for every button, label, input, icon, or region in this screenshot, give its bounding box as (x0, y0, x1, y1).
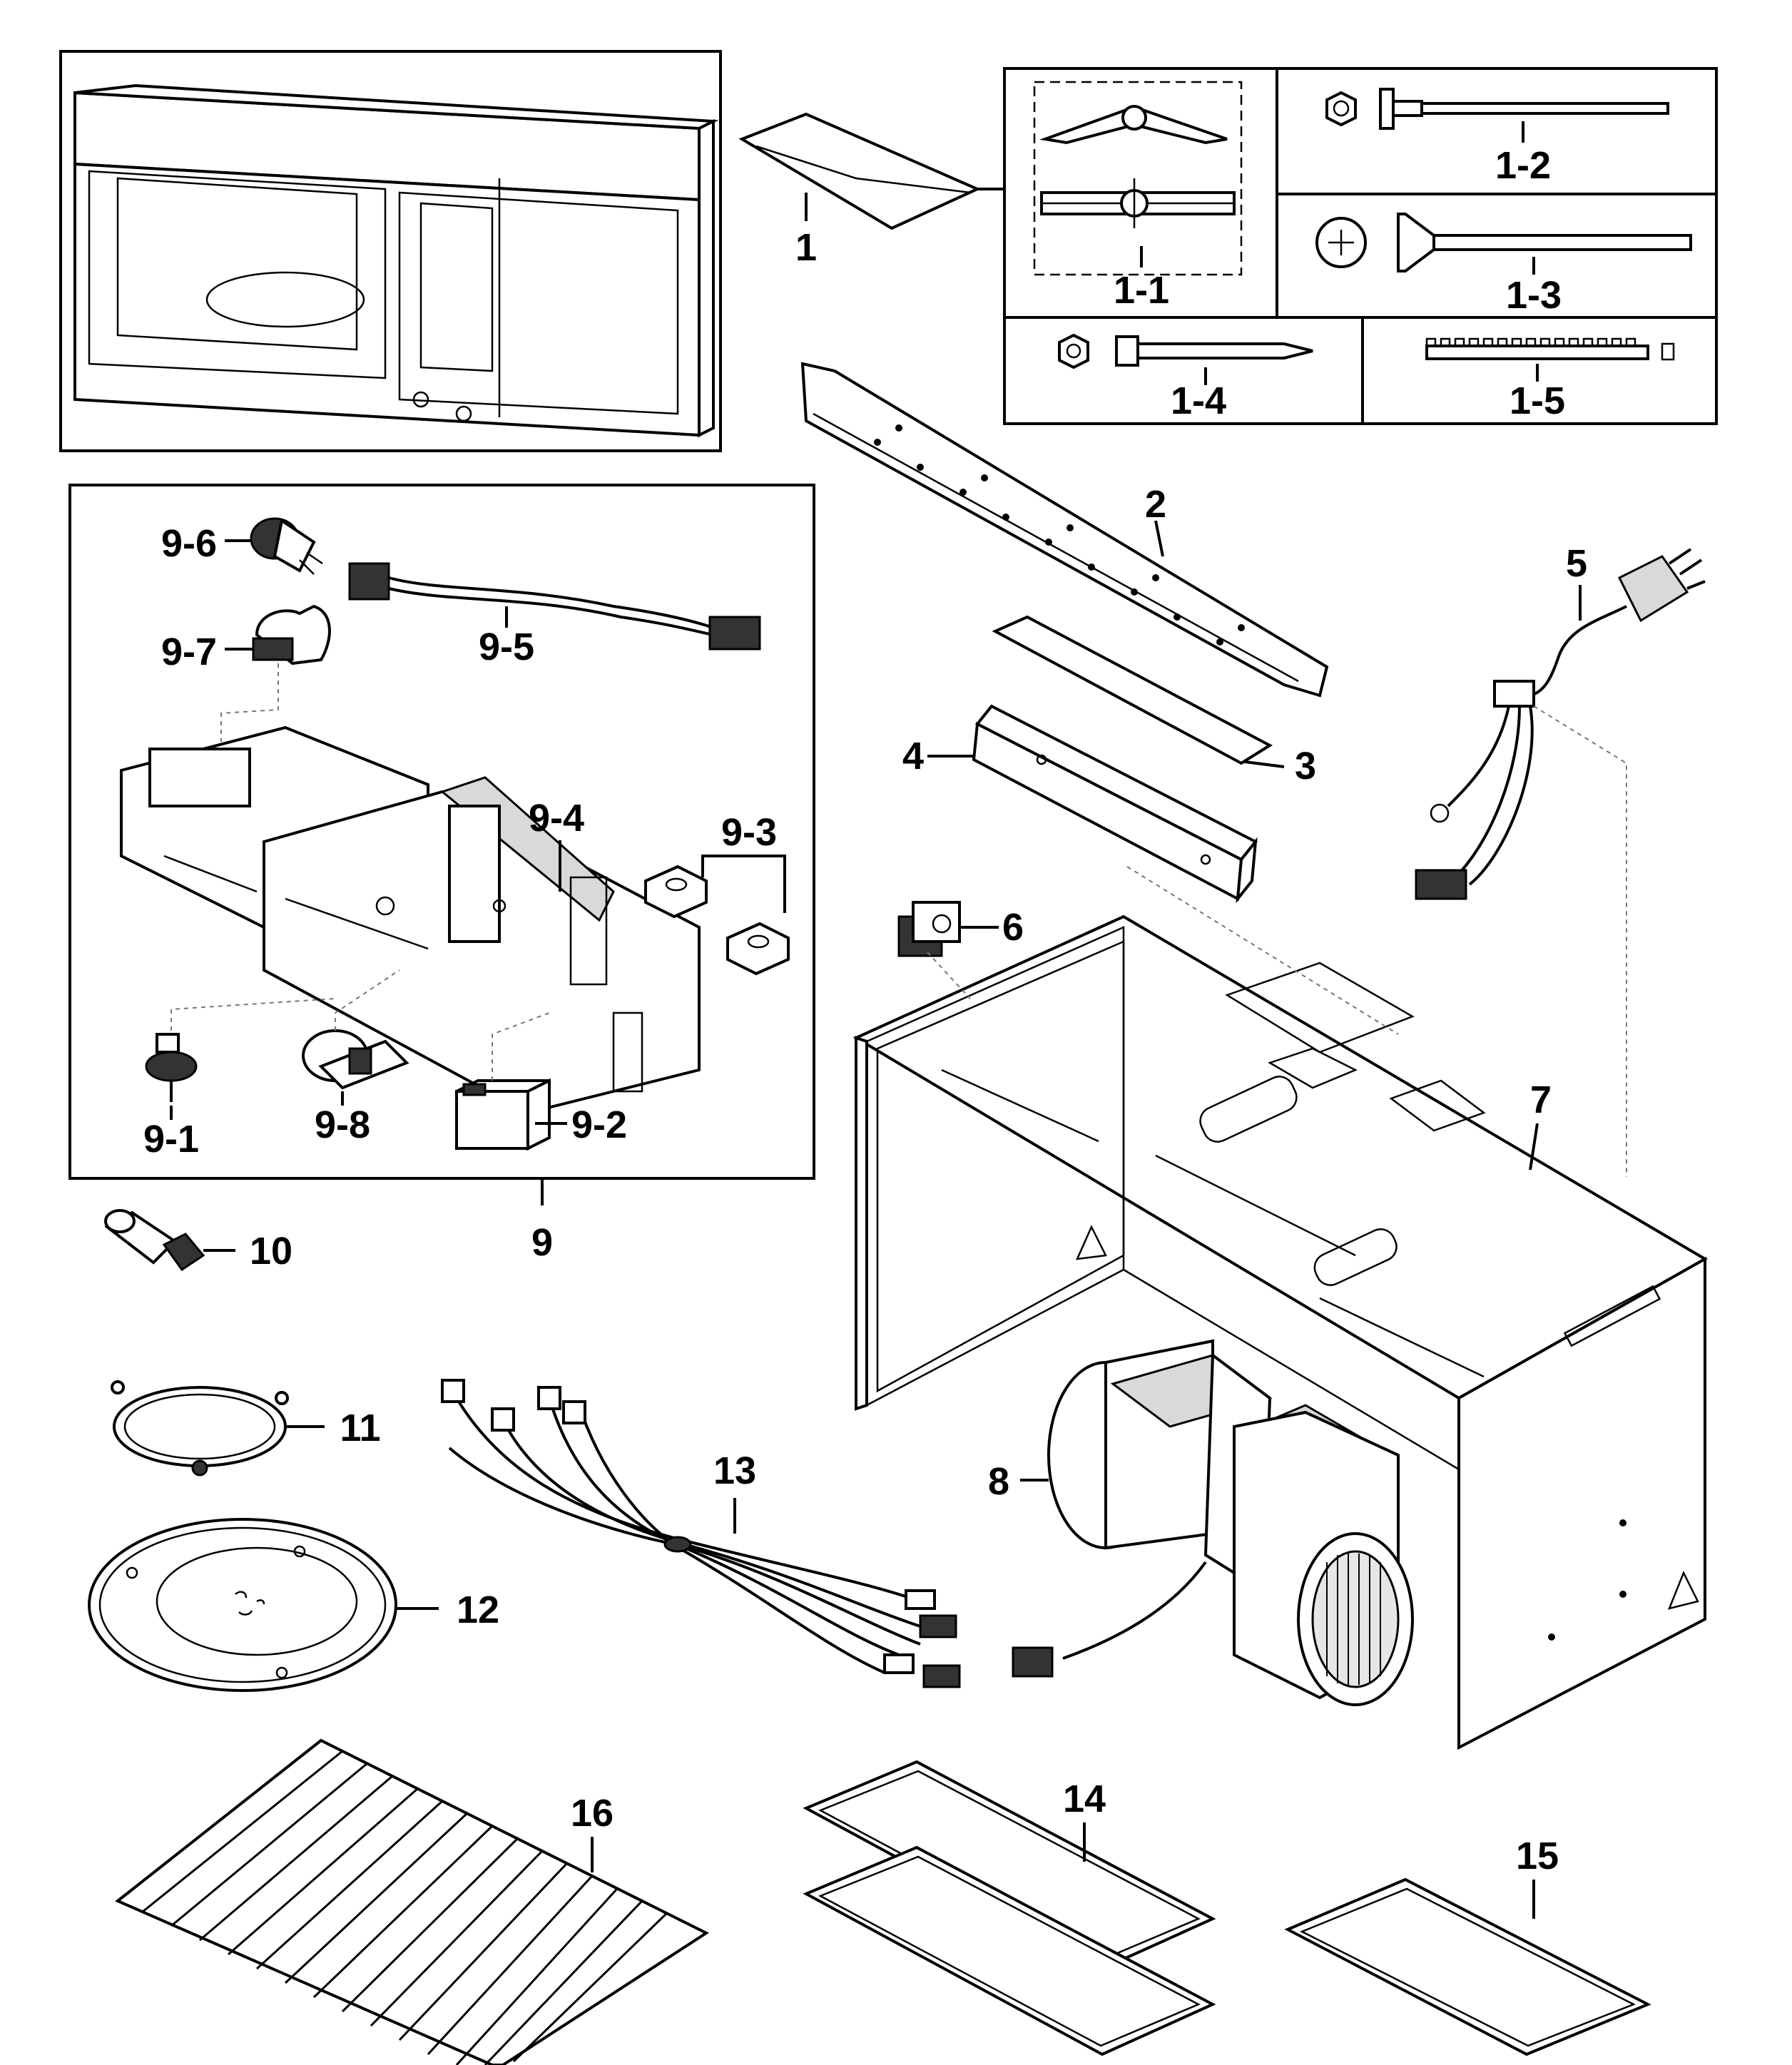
thermostat-icon (145, 1033, 198, 1102)
label-3: 3 (1295, 745, 1316, 787)
part-6: 6 (897, 901, 1024, 957)
latch-board-icon (120, 725, 701, 1115)
charcoal-filter-icon (1284, 1877, 1651, 2056)
rubber-cushion-icon (644, 865, 790, 976)
wood-screw-icon (1058, 333, 1313, 369)
capacitor-icon (455, 1078, 551, 1151)
part-3: 3 (992, 615, 1316, 787)
label-1-1: 1-1 (1114, 269, 1169, 312)
part-5: 5 (1415, 542, 1706, 1177)
label-9: 9 (531, 1221, 553, 1264)
rack-icon (115, 1738, 710, 2065)
part-10: 10 (104, 1209, 292, 1273)
hex-bolt-icon (1325, 88, 1669, 130)
label-9-5: 9-5 (479, 626, 534, 668)
power-cord-icon (1415, 548, 1706, 900)
main-wire-harness-icon (441, 1379, 961, 1688)
grease-filter-icon (803, 1760, 1216, 2056)
mounting-clip-icon (1039, 105, 1236, 228)
part-16: 16 (115, 1738, 710, 2065)
part-13: 13 (441, 1379, 961, 1688)
cabinet-frame-icon (852, 914, 1709, 1750)
label-1-3: 1-3 (1506, 274, 1562, 317)
label-6: 6 (1002, 906, 1024, 949)
microwave-icon (73, 83, 719, 438)
relay-icon (897, 901, 961, 957)
part-8: 8 (988, 1339, 1414, 1706)
part-9-8: 9-8 (302, 969, 409, 1146)
label-11: 11 (340, 1407, 380, 1449)
mounting-plate-icon (800, 362, 1329, 698)
turntable-motor-icon (250, 517, 323, 575)
part-9-6: 9-6 (161, 517, 323, 575)
label-9-1: 9-1 (143, 1118, 199, 1161)
roller-ring-icon (111, 1380, 289, 1477)
label-9-3: 9-3 (721, 811, 777, 854)
part-9: 9 9-4 (68, 484, 815, 1264)
blower-motor-icon (1012, 1339, 1414, 1706)
part-1-2: 1-2 (1325, 88, 1669, 187)
part-9-4: 9-4 (120, 725, 701, 1115)
part-1-1: 1-1 (1033, 81, 1243, 312)
label-4: 4 (902, 735, 924, 777)
part-11: 11 (111, 1380, 381, 1477)
plastic-strip-icon (1425, 337, 1675, 361)
label-7: 7 (1530, 1079, 1552, 1121)
part-4: 4 (902, 704, 1258, 904)
glass-tray-icon (88, 1518, 397, 1692)
damper-flap-icon (992, 615, 1273, 765)
microwave-overview-panel (59, 50, 722, 452)
damper-housing-icon (972, 704, 1258, 904)
label-13: 13 (713, 1449, 756, 1492)
part-9-5: 9-5 (348, 562, 761, 668)
label-10: 10 (250, 1230, 292, 1273)
part-1: 1 (738, 112, 1006, 269)
flat-head-screw-icon (1315, 213, 1692, 272)
label-2: 2 (1145, 483, 1166, 526)
part-1-3: 1-3 (1315, 213, 1692, 317)
hardware-bag-icon (738, 112, 981, 230)
label-16: 16 (571, 1792, 614, 1835)
lamp-bulb-icon (104, 1209, 205, 1272)
part-1-4: 1-4 (1058, 333, 1313, 422)
part-2: 2 (800, 362, 1329, 698)
label-5: 5 (1566, 542, 1587, 585)
label-12: 12 (457, 1589, 499, 1631)
part-9-7: 9-7 (161, 604, 331, 742)
label-9-4: 9-4 (529, 797, 584, 840)
label-1: 1 (795, 226, 817, 269)
coupler-icon (252, 604, 331, 666)
part-9-3: 9-3 (644, 811, 790, 976)
label-9-2: 9-2 (571, 1103, 627, 1146)
part-15: 15 (1284, 1835, 1651, 2056)
label-1-4: 1-4 (1171, 379, 1226, 422)
part-14: 14 (803, 1760, 1216, 2056)
part-9-1: 9-1 (143, 998, 336, 1161)
part-9-2: 9-2 (455, 1012, 627, 1151)
part-12: 12 (88, 1518, 499, 1692)
label-14: 14 (1063, 1778, 1106, 1820)
part-7: 7 (852, 866, 1709, 1750)
label-1-5: 1-5 (1510, 379, 1565, 422)
label-15: 15 (1516, 1835, 1559, 1877)
part-1-5: 1-5 (1425, 337, 1675, 422)
wire-harness-icon (348, 562, 761, 651)
label-8: 8 (988, 1460, 1009, 1503)
label-1-2: 1-2 (1495, 144, 1551, 187)
label-9-6: 9-6 (161, 522, 217, 565)
label-9-8: 9-8 (315, 1103, 370, 1146)
label-9-7: 9-7 (161, 631, 217, 673)
hardware-kit-panel: 1-1 1-2 1-3 (1003, 67, 1718, 425)
